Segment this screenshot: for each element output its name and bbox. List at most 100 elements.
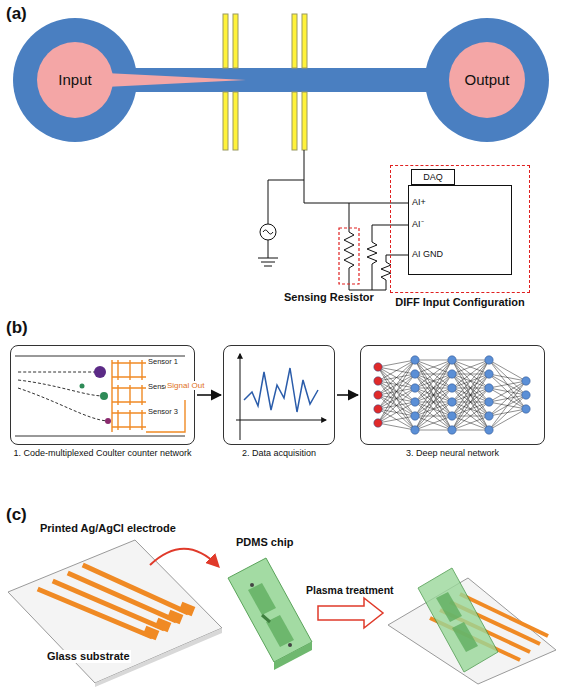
neural-network [489, 381, 526, 402]
neural-network [378, 381, 415, 430]
neural-network [415, 360, 452, 402]
electrode [292, 92, 297, 150]
neural-network [452, 360, 489, 374]
neural-network [489, 374, 526, 381]
neural-network [378, 402, 415, 423]
panel-letter: (a) [6, 4, 27, 24]
neural-network [452, 402, 489, 430]
neural-network [415, 360, 452, 374]
panel-caption: DIFF Input Configuration [391, 296, 529, 309]
neural-network [415, 360, 452, 388]
coulter-network [15, 356, 185, 436]
microchannel [13, 18, 549, 142]
neural-network [415, 360, 452, 388]
neural-network [411, 426, 419, 434]
neural-network [452, 360, 489, 430]
neural-network [489, 381, 526, 416]
panel-letter: (c) [6, 505, 27, 525]
sensor-label: Sensor 1 [148, 358, 178, 367]
neural-network [415, 360, 452, 416]
voltage-source [263, 230, 273, 234]
electrode-pad [143, 626, 160, 641]
neural-network [415, 360, 452, 430]
node-label: AI+ [412, 197, 426, 208]
neural-network [378, 395, 415, 430]
node-label: Output [464, 71, 509, 89]
neural-network [378, 423, 415, 430]
neural-network [374, 363, 382, 371]
panel-caption: 3. Deep neural network [361, 448, 544, 459]
neural-network [415, 360, 452, 374]
neural-network [378, 374, 415, 423]
coulter-network [15, 356, 185, 436]
panel-caption: 2. Data acquisition [224, 448, 334, 459]
neural-network [522, 391, 530, 399]
pdms-chip [228, 558, 312, 662]
glass-substrate [8, 540, 222, 687]
neural-network [489, 381, 526, 430]
pdms-chip [248, 583, 276, 615]
pdms-chip [266, 615, 294, 647]
circuit-wire [258, 150, 408, 290]
printed-electrode [40, 566, 186, 636]
neural-network [452, 360, 489, 416]
neural-network [489, 409, 526, 430]
part-label: PDMS chip [236, 536, 293, 549]
circuit-wire [304, 150, 408, 203]
coulter-network [18, 388, 108, 421]
bonded-device [436, 592, 462, 622]
neural-network [489, 374, 526, 395]
node-label: AI⁻ [412, 219, 424, 230]
electrode-pad [155, 618, 172, 633]
coulter-network [112, 426, 146, 427]
neural-network [452, 374, 489, 430]
flow-arrow [197, 394, 221, 396]
neural-network [452, 360, 489, 402]
particle [105, 418, 111, 424]
diff-input-frame: DIFF Input ConfigurationDAQAI+AI⁻AI GND [390, 165, 530, 293]
neural-network [415, 388, 452, 430]
neural-network [452, 388, 489, 430]
neural-network [378, 360, 415, 367]
signal-label: Signal Out [166, 381, 205, 390]
neural-network [452, 360, 489, 374]
neural-network [378, 360, 415, 423]
neural-network [374, 419, 382, 427]
neural-network [415, 374, 452, 430]
neural-network [452, 360, 489, 416]
electrode-pad [167, 610, 184, 625]
circuit-wire [367, 225, 408, 290]
signal-plot [244, 368, 318, 412]
coulter-network [112, 412, 146, 413]
neural-network [485, 384, 493, 392]
microchannel [425, 18, 549, 142]
electrode [302, 14, 307, 68]
node-label: AI GND [412, 249, 443, 260]
neural-network [411, 356, 419, 364]
electrode-pad [179, 602, 196, 617]
flow-arrow [337, 394, 358, 396]
electrode [302, 92, 307, 150]
neural-network [415, 360, 452, 402]
daq-header: DAQ [411, 169, 455, 185]
component-label: Sensing Resistor [284, 291, 374, 304]
transfer-arrow [150, 549, 218, 566]
circuit-wire [268, 240, 269, 258]
neural-network [489, 381, 526, 388]
neural-network [448, 356, 456, 364]
neural-network [452, 430, 489, 431]
neural-network [374, 391, 382, 399]
printed-electrode [85, 566, 186, 612]
neural-network [452, 388, 489, 430]
neural-network [448, 412, 456, 420]
neural-network [452, 416, 489, 430]
particle [100, 392, 108, 400]
neural-network [489, 395, 526, 430]
part-label: Glass substrate [46, 650, 131, 663]
electrode [223, 92, 228, 150]
neural-network [448, 398, 456, 406]
neural-network [452, 374, 489, 430]
neural-network [485, 398, 493, 406]
pdms-chip [288, 643, 292, 647]
neural-network [485, 356, 493, 364]
